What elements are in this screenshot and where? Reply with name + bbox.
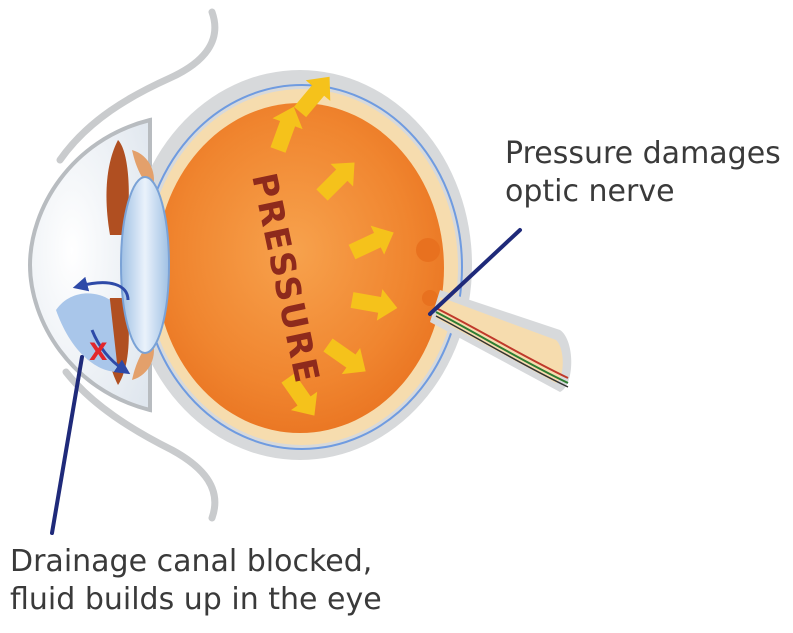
optic-nerve-annotation-line1: Pressure damages: [505, 135, 781, 173]
drainage-annotation-line1: Drainage canal blocked,: [10, 543, 382, 581]
optic-disc-bump-2: [422, 290, 438, 306]
drainage-annotation: Drainage canal blocked, fluid builds up …: [10, 543, 382, 619]
blocked-drainage-x: X: [89, 338, 108, 366]
lens: [121, 177, 169, 353]
optic-disc-bump: [416, 238, 440, 262]
optic-nerve-annotation-line2: optic nerve: [505, 173, 781, 211]
drainage-callout-line: [52, 357, 82, 533]
drainage-annotation-line2: fluid builds up in the eye: [10, 581, 382, 619]
optic-nerve-annotation: Pressure damages optic nerve: [505, 135, 781, 211]
